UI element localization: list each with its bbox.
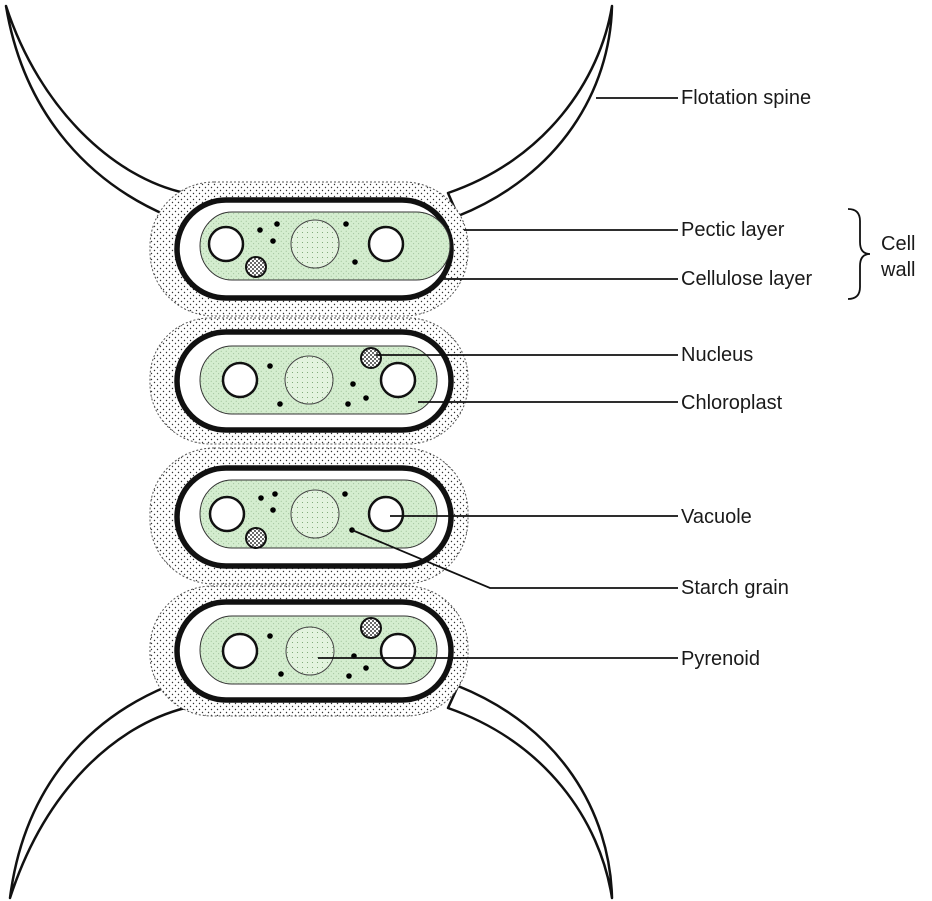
vacuole (223, 363, 257, 397)
vacuole (381, 634, 415, 668)
starch-grain (267, 363, 273, 369)
nucleus (246, 528, 266, 548)
nucleus (246, 257, 266, 277)
starch-grain (278, 671, 284, 677)
starch-grain (270, 238, 276, 244)
pyrenoid (286, 627, 334, 675)
cell-4 (150, 586, 468, 716)
label-chloroplast: Chloroplast (681, 393, 782, 413)
pyrenoid (291, 490, 339, 538)
label-starch-grain: Starch grain (681, 578, 789, 598)
starch-grain (343, 221, 349, 227)
starch-grain (258, 495, 264, 501)
cell-2 (150, 318, 468, 444)
label-flotation-spine: Flotation spine (681, 88, 811, 108)
vacuole (369, 497, 403, 531)
label-cell-wall-line2: wall (881, 260, 915, 280)
label-cellulose-layer: Cellulose layer (681, 269, 812, 289)
vacuole (369, 227, 403, 261)
nucleus (361, 618, 381, 638)
cell-wall-brace (848, 209, 870, 299)
starch-grain (352, 259, 358, 265)
starch-grain (277, 401, 283, 407)
starch-grain (257, 227, 263, 233)
starch-grain (272, 491, 278, 497)
starch-grain (363, 665, 369, 671)
starch-grain (267, 633, 273, 639)
spine-top-right (448, 6, 612, 216)
label-pectic-layer: Pectic layer (681, 220, 784, 240)
starch-grain (274, 221, 280, 227)
starch-grain (342, 491, 348, 497)
nucleus (361, 348, 381, 368)
vacuole (223, 634, 257, 668)
spine-bottom-right (448, 686, 612, 898)
starch-grain (270, 507, 276, 513)
vacuole (381, 363, 415, 397)
label-nucleus: Nucleus (681, 345, 753, 365)
spine-top-left (6, 6, 185, 216)
starch-grain (350, 381, 356, 387)
label-pyrenoid: Pyrenoid (681, 649, 760, 669)
vacuole (209, 227, 243, 261)
label-cell-wall-line1: Cell (881, 234, 915, 254)
vacuole (210, 497, 244, 531)
spine-bottom-left (10, 686, 185, 898)
cell-1 (150, 182, 468, 316)
starch-grain (363, 395, 369, 401)
label-vacuole: Vacuole (681, 507, 752, 527)
pyrenoid (285, 356, 333, 404)
starch-grain (345, 401, 351, 407)
pyrenoid (291, 220, 339, 268)
starch-grain (346, 673, 352, 679)
